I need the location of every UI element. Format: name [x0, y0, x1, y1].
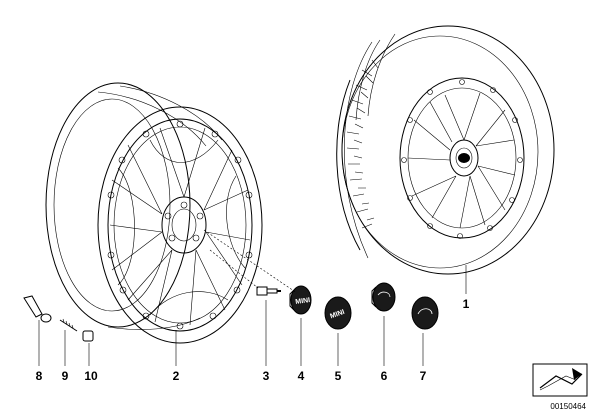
rim-spokes — [109, 127, 251, 326]
tire-tread — [346, 33, 396, 229]
valve-insert[interactable] — [59, 318, 78, 332]
tire-valve[interactable] — [23, 295, 52, 323]
callout-4: 4 — [298, 369, 305, 383]
rim-flange-bolts — [107, 120, 253, 330]
hub-cap-chrome[interactable] — [371, 282, 396, 312]
callout-6: 6 — [381, 369, 388, 383]
cap-logo-text-face: MINI — [329, 309, 345, 321]
callout-2: 2 — [173, 369, 180, 383]
wheel-flange-bolts — [401, 79, 523, 239]
document-id: 00150464 — [550, 402, 586, 411]
center-cap-face[interactable]: MINI — [324, 296, 352, 330]
wheel-spokes — [407, 92, 516, 229]
callout-5: 5 — [335, 369, 342, 383]
cap-logo-text: MINI — [295, 297, 311, 306]
callout-9: 9 — [62, 369, 69, 383]
wheel-bolt[interactable] — [256, 286, 281, 296]
callout-1: 1 — [463, 297, 470, 311]
alloy-rim[interactable] — [45, 82, 263, 344]
valve-cap[interactable] — [82, 330, 94, 342]
center-cap-logo[interactable]: MINI — [289, 285, 312, 315]
callout-8: 8 — [36, 369, 43, 383]
reference-symbol-icon — [532, 363, 588, 397]
callout-7: 7 — [420, 369, 427, 383]
complete-wheel-with-tire[interactable] — [336, 25, 555, 275]
hub-cap-face[interactable] — [411, 296, 439, 330]
callout-3: 3 — [263, 369, 270, 383]
callout-10: 10 — [84, 369, 98, 383]
callout-labels: 1 2 3 4 5 6 7 8 9 10 — [36, 297, 470, 383]
leader-lines — [38, 229, 467, 366]
